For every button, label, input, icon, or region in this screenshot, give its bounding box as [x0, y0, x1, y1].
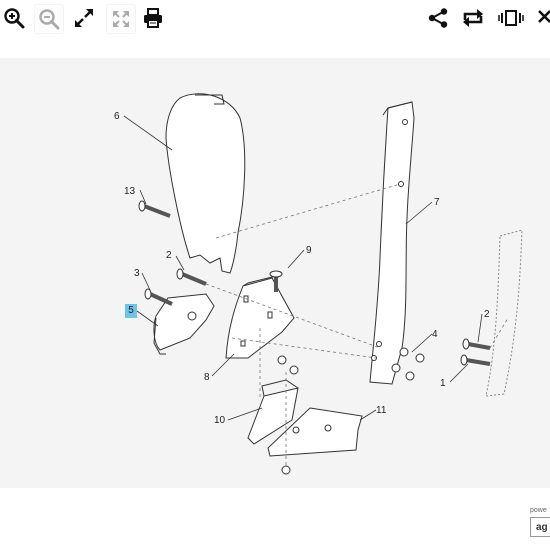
viewer-toolbar — [0, 0, 550, 40]
label-part-4: 4 — [432, 329, 438, 340]
label-part-5-highlighted[interactable]: 5 — [125, 304, 137, 318]
part-11-wing — [267, 407, 363, 457]
label-part-8: 8 — [204, 372, 210, 383]
label-part-1: 1 — [440, 378, 446, 389]
assembly-guide-lines — [205, 183, 509, 468]
rotate-icon — [463, 9, 483, 27]
flip-button[interactable] — [497, 4, 525, 32]
bolt-2b — [467, 342, 491, 350]
part-7-shank — [369, 101, 415, 385]
fit-screen-icon — [113, 11, 129, 27]
label-part-6: 6 — [114, 111, 120, 122]
more-button[interactable] — [536, 4, 550, 32]
share-button[interactable] — [424, 4, 452, 32]
zoom-out-button[interactable] — [34, 4, 64, 34]
more-icon — [538, 10, 550, 23]
label-part-5-text: 5 — [128, 305, 134, 316]
label-part-9: 9 — [306, 245, 312, 256]
zoom-out-icon — [39, 9, 60, 30]
label-part-2b: 2 — [484, 309, 490, 320]
print-icon — [144, 8, 162, 28]
fit-screen-button[interactable] — [106, 4, 136, 34]
label-part-10: 10 — [214, 415, 226, 426]
parts-diagram: 6 13 2 3 9 7 4 2 1 8 10 11 — [114, 93, 523, 475]
leader-lines — [123, 115, 483, 421]
part-5-point — [153, 293, 215, 351]
part-1-ghost-shank — [485, 229, 523, 397]
label-part-2: 2 — [166, 250, 172, 261]
part-6-shield — [165, 93, 246, 274]
part-8-plate — [225, 277, 295, 359]
flip-icon — [498, 10, 524, 26]
part-10-block — [247, 387, 299, 445]
expand-icon — [75, 9, 93, 27]
bolt-1 — [465, 358, 491, 366]
share-icon — [428, 8, 448, 28]
label-part-3: 3 — [134, 268, 140, 279]
print-button[interactable] — [139, 4, 167, 32]
bolt-2 — [181, 272, 207, 286]
zoom-in-button[interactable] — [0, 4, 28, 32]
powered-by-text: powe — [530, 507, 547, 514]
bolt-13 — [143, 204, 171, 218]
label-part-7: 7 — [434, 197, 440, 208]
label-part-11: 11 — [376, 405, 387, 416]
zoom-in-icon — [4, 8, 25, 29]
label-part-13: 13 — [124, 186, 136, 197]
bolt-3 — [149, 292, 173, 306]
brand-logo[interactable]: ag — [530, 517, 550, 537]
diagram-canvas[interactable]: 6 13 2 3 9 7 4 2 1 8 10 11 — [0, 58, 550, 488]
expand-button[interactable] — [70, 4, 98, 32]
rotate-button[interactable] — [459, 4, 487, 32]
